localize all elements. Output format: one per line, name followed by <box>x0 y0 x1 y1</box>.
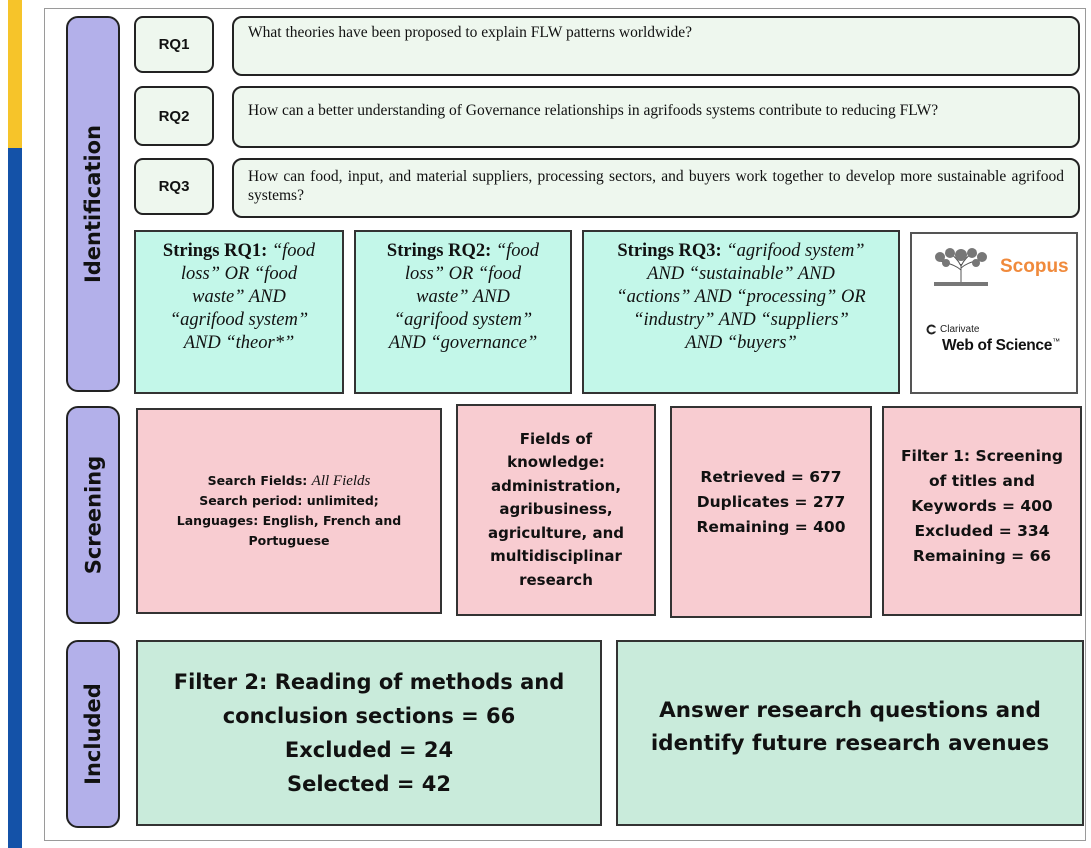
fields-line-4: agriculture, and <box>488 523 624 542</box>
strings-rq2-line-0: Strings RQ2: “food <box>366 240 560 263</box>
clarivate-brand: Clarivate <box>926 324 979 335</box>
diagram-frame <box>44 8 1086 841</box>
elsevier-tree-logo <box>930 248 992 288</box>
strings-rq1-line-3: “agrifood system” <box>169 310 309 330</box>
record-counts-box: Retrieved = 677 Duplicates = 277 Remaini… <box>670 406 872 618</box>
strings-rq3-line-4: AND “buyers” <box>685 333 797 353</box>
phase-screening-label: Screening <box>81 455 106 575</box>
strings-rq2-box: Strings RQ2: “food loss” OR “food waste”… <box>354 230 572 394</box>
answer-line-1: identify future research avenues <box>650 731 1050 756</box>
strings-rq1-title: Strings RQ1: <box>162 241 268 261</box>
strings-rq1-line-2: waste” AND <box>192 287 286 307</box>
phase-included-label: Included <box>81 683 106 785</box>
filter2-line-0: Filter 2: Reading of methods and <box>173 670 565 694</box>
filter2-excluded: Excluded = 24 <box>284 738 454 762</box>
rq2-text: How can a better understanding of Govern… <box>232 86 1080 148</box>
strings-rq1-line-1: loss” OR “food <box>180 264 298 284</box>
strings-rq2-line-2: waste” AND <box>416 287 510 307</box>
strings-rq1-box: Strings RQ1: “food loss” OR “food waste”… <box>134 230 344 394</box>
trademark-mark: ™ <box>1052 337 1060 346</box>
clarivate-label: Clarivate <box>940 324 980 335</box>
search-fields-label: Search Fields: <box>207 473 308 488</box>
strings-rq1-line-0: Strings RQ1: “food <box>146 240 332 263</box>
clarivate-icon <box>926 324 937 335</box>
wos-label: Web of Science <box>942 337 1053 355</box>
rq2-label: RQ2 <box>134 86 214 146</box>
strings-rq2-line-3: “agrifood system” <box>393 310 533 330</box>
databases-box: Scopus Clarivate Web of Science™ <box>910 232 1078 394</box>
filter1-line-4: Remaining = 66 <box>912 546 1052 565</box>
scopus-logo-text: Scopus <box>1000 256 1069 277</box>
accent-bar-gold <box>8 0 22 148</box>
filter1-box: Filter 1: Screening of titles and Keywor… <box>882 406 1082 616</box>
strings-rq3-term-0: “agrifood system” <box>726 241 865 261</box>
strings-rq3-title: Strings RQ3: <box>617 241 722 261</box>
search-fields-line: Search Fields: All Fields <box>152 471 426 491</box>
phase-identification: Identification <box>66 16 120 392</box>
strings-rq2-term-0: “food <box>495 241 540 261</box>
search-fields-value: All Fields <box>311 473 371 489</box>
search-period-line: Search period: unlimited; <box>199 493 379 508</box>
fields-line-2: administration, <box>490 476 622 495</box>
strings-rq2-line-1: loss” OR “food <box>404 264 522 284</box>
remaining-count: Remaining = 400 <box>696 517 846 536</box>
filter1-line-3: Excluded = 334 <box>914 521 1050 540</box>
duplicates-count: Duplicates = 277 <box>696 492 846 511</box>
fields-of-knowledge-box: Fields of knowledge: administration, agr… <box>456 404 656 616</box>
rq3-label: RQ3 <box>134 158 214 215</box>
search-settings-box: Search Fields: All Fields Search period:… <box>136 408 442 614</box>
fields-line-3: agribusiness, <box>499 500 613 519</box>
filter1-line-2: Keywords = 400 <box>911 496 1053 515</box>
answer-box: Answer research questions and identify f… <box>616 640 1084 826</box>
answer-line-0: Answer research questions and <box>659 698 1041 723</box>
fields-line-1: knowledge: <box>507 453 605 472</box>
strings-rq3-line-1: AND “sustainable” AND <box>647 264 835 284</box>
strings-rq2-line-4: AND “governance” <box>388 333 538 353</box>
strings-rq3-line-2: “actions” AND “processing” OR <box>616 287 866 307</box>
strings-rq2-title: Strings RQ2: <box>386 241 492 261</box>
rq1-text: What theories have been proposed to expl… <box>232 16 1080 76</box>
phase-identification-label: Identification <box>81 124 106 284</box>
rq1-label: RQ1 <box>134 16 214 73</box>
filter1-line-0: Filter 1: Screening <box>900 446 1064 465</box>
fields-line-5: multidisciplinar <box>490 547 622 566</box>
filter2-line-1: conclusion sections = 66 <box>222 704 516 728</box>
filter2-selected: Selected = 42 <box>286 772 451 796</box>
phase-screening: Screening <box>66 406 120 624</box>
fields-line-6: research <box>519 570 593 589</box>
filter2-box: Filter 2: Reading of methods and conclus… <box>136 640 602 826</box>
strings-rq1-line-4: AND “theor*” <box>183 333 295 353</box>
phase-included: Included <box>66 640 120 828</box>
wos-logo-text: Web of Science™ <box>942 337 1060 355</box>
rq3-text: How can food, input, and material suppli… <box>232 158 1080 218</box>
accent-bar-blue <box>8 148 22 848</box>
retrieved-count: Retrieved = 677 <box>700 467 842 486</box>
strings-rq3-line-0: Strings RQ3: “agrifood system” <box>594 240 888 263</box>
filter1-line-1: of titles and <box>929 471 1035 490</box>
strings-rq3-box: Strings RQ3: “agrifood system” AND “sust… <box>582 230 900 394</box>
fields-line-0: Fields of <box>519 429 593 448</box>
strings-rq1-term-0: “food <box>271 241 316 261</box>
strings-rq3-line-3: “industry” AND “suppliers” <box>633 310 849 330</box>
search-languages-line: Languages: English, French and Portugues… <box>176 513 402 548</box>
